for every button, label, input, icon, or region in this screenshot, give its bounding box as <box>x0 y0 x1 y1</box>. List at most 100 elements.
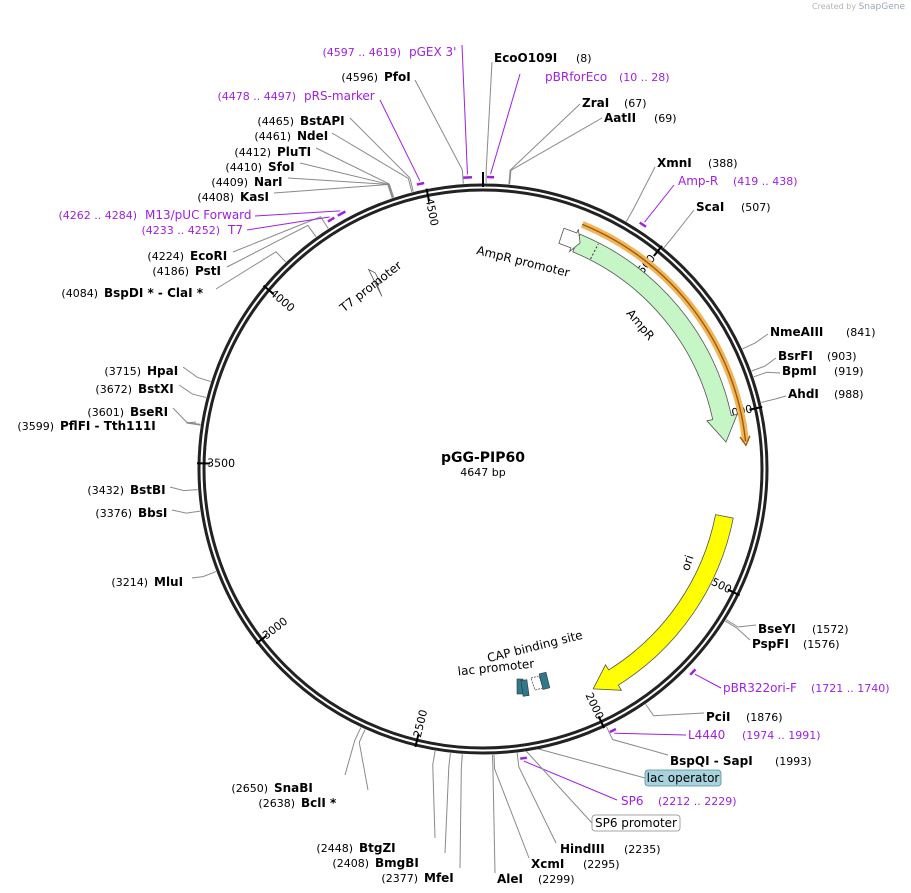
enzyme-name-mfei: MfeI <box>424 871 454 885</box>
enzyme-position-bbsi: (3376) <box>95 507 132 520</box>
enzyme-position-hindiii: (2235) <box>624 843 661 856</box>
enzyme-leader-bpmi <box>753 371 781 378</box>
enzyme-name-xmni: XmnI <box>657 156 692 170</box>
enzyme-name-aatii: AatII <box>604 111 636 125</box>
credit-text: Created by <box>812 2 857 11</box>
enzyme-leader-pcii <box>645 703 705 717</box>
scale-tick-label-4500: 4500 <box>423 197 441 227</box>
enzyme-leader-scai <box>663 209 695 248</box>
sp6-promoter-label: SP6 promoter <box>595 816 677 830</box>
primer-leader-m13-puc-forward <box>254 210 341 217</box>
enzyme-position-pflfi-tth111i: (3599) <box>17 420 54 433</box>
lac-operator-label: lac operator <box>647 771 720 785</box>
primer-position-pgex-3: (4597 .. 4619) <box>322 46 401 59</box>
primer-leader-pbr322ori-f <box>694 673 722 689</box>
enzyme-name-mlui: MluI <box>154 575 183 589</box>
enzyme-name-xcmi: XcmI <box>531 857 564 871</box>
primer-mark-l4440 <box>609 727 617 734</box>
enzyme-position-mlui: (3214) <box>111 576 148 589</box>
scale-tick-1000 <box>749 405 763 411</box>
features <box>367 221 751 697</box>
enzyme-name-bseri: BseRI <box>130 405 168 419</box>
enzyme-leader-bspqi-sapi <box>606 726 669 756</box>
enzyme-position-bstbi: (3432) <box>87 484 124 497</box>
enzyme-leader-xmni <box>625 166 656 222</box>
enzyme-position-pfoi: (4596) <box>341 71 378 84</box>
primer-leader-l4440 <box>614 732 687 736</box>
primer-position-amp-r: (419 .. 438) <box>733 175 798 188</box>
enzyme-name-kasi: KasI <box>240 190 269 204</box>
enzyme-leader-bbsi <box>171 509 201 514</box>
enzyme-leader-sfoi <box>299 162 394 198</box>
ori-label: ori <box>678 553 696 572</box>
primer-name-l4440: L4440 <box>688 728 725 742</box>
ampr-divider <box>590 243 599 260</box>
ampr-promoter-arrow <box>558 227 581 253</box>
enzyme-position-nmeaiii: (841) <box>846 326 876 339</box>
enzyme-position-bseyi: (1572) <box>812 623 849 636</box>
enzyme-position-xmni: (388) <box>708 157 738 170</box>
primer-mark-prs-marker <box>416 181 425 186</box>
enzyme-position-ahdi: (988) <box>834 388 864 401</box>
enzyme-leader-bseri <box>172 407 201 425</box>
ampr-arrow <box>572 233 738 443</box>
enzyme-name-bseyi: BseYI <box>758 622 796 636</box>
enzyme-name-bsrfi: BsrFI <box>778 349 813 363</box>
snapgene-logo: SnapGene <box>858 2 905 12</box>
scale-tick-500 <box>653 245 663 257</box>
primer-position-sp6: (2212 .. 2229) <box>658 795 737 808</box>
ampr-orf-arrowhead <box>739 435 751 447</box>
backbone-inner <box>202 188 764 750</box>
enzyme-position-bmgbi: (2408) <box>332 857 369 870</box>
primer-leader-pgex-3 <box>461 44 468 175</box>
ampr-orf-line <box>581 223 747 442</box>
sp6-promoter-leader <box>525 751 593 824</box>
enzyme-position-hpai: (3715) <box>104 365 141 378</box>
primer-position-pbrforeco: (10 .. 28) <box>619 71 670 84</box>
enzyme-leader-mfei <box>459 754 463 869</box>
enzyme-leader-pflfi-tth111i <box>186 421 201 426</box>
plasmid-name: pGG-PIP60 <box>441 450 525 466</box>
enzyme-position-alei: (2299) <box>538 873 575 886</box>
enzyme-name-pfoi: PfoI <box>384 70 411 84</box>
enzyme-leader-hindiii <box>516 752 557 844</box>
scale-tick-label-3500: 3500 <box>207 457 235 471</box>
primer-leader-prs-marker <box>379 99 421 182</box>
enzyme-name-snabi: SnaBI <box>274 781 313 795</box>
enzyme-position-bsrfi: (903) <box>827 350 857 363</box>
enzyme-leader-psti <box>226 224 317 268</box>
enzyme-name-bbsi: BbsI <box>138 506 167 520</box>
enzyme-position-bspqi-sapi: (1993) <box>775 755 812 768</box>
enzyme-leader-pspfi <box>725 620 751 641</box>
sp6-promoter-box <box>591 814 681 832</box>
primer-name-pgex-3: pGEX 3' <box>409 45 456 59</box>
scale-tick-2500 <box>414 734 420 748</box>
enzyme-leader-bspdi-clai <box>215 251 287 290</box>
enzyme-position-scai: (507) <box>741 201 771 214</box>
enzyme-leader-pfoi <box>414 79 464 184</box>
enzyme-name-bstapi: BstAPI <box>300 114 345 128</box>
enzyme-leader-mlui <box>191 571 217 579</box>
enzyme-position-pluti: (4412) <box>234 146 271 159</box>
enzyme-name-sfoi: SfoI <box>268 160 295 174</box>
enzyme-leader-bstxi <box>178 384 207 399</box>
enzyme-leader-zrai <box>508 103 581 185</box>
enzyme-name-bspdi-clai: BspDI * - ClaI * <box>104 286 204 300</box>
enzyme-name-ecoo109i: EcoO109I <box>494 51 557 65</box>
enzyme-position-bspdi-clai: (4084) <box>61 287 98 300</box>
scale-tick-4000 <box>262 284 275 295</box>
lac-operator-leader <box>534 747 646 779</box>
primer-name-amp-r: Amp-R <box>678 174 718 188</box>
enzyme-name-hpai: HpaI <box>147 364 178 378</box>
enzyme-position-kasi: (4408) <box>197 191 234 204</box>
enzyme-leader-bseyi <box>725 619 757 628</box>
enzyme-leader-ahdi <box>761 395 787 403</box>
primer-position-pbr322ori-f: (1721 .. 1740) <box>811 682 890 695</box>
enzyme-position-bcli: (2638) <box>258 797 295 810</box>
enzyme-leader-btgzi <box>432 750 436 839</box>
enzyme-position-ndei: (4461) <box>254 130 291 143</box>
leader-lines <box>169 44 787 874</box>
scale-tick-4500 <box>425 188 431 202</box>
enzyme-leader-bstbi <box>169 486 198 492</box>
enzyme-position-bstapi: (4465) <box>257 115 294 128</box>
